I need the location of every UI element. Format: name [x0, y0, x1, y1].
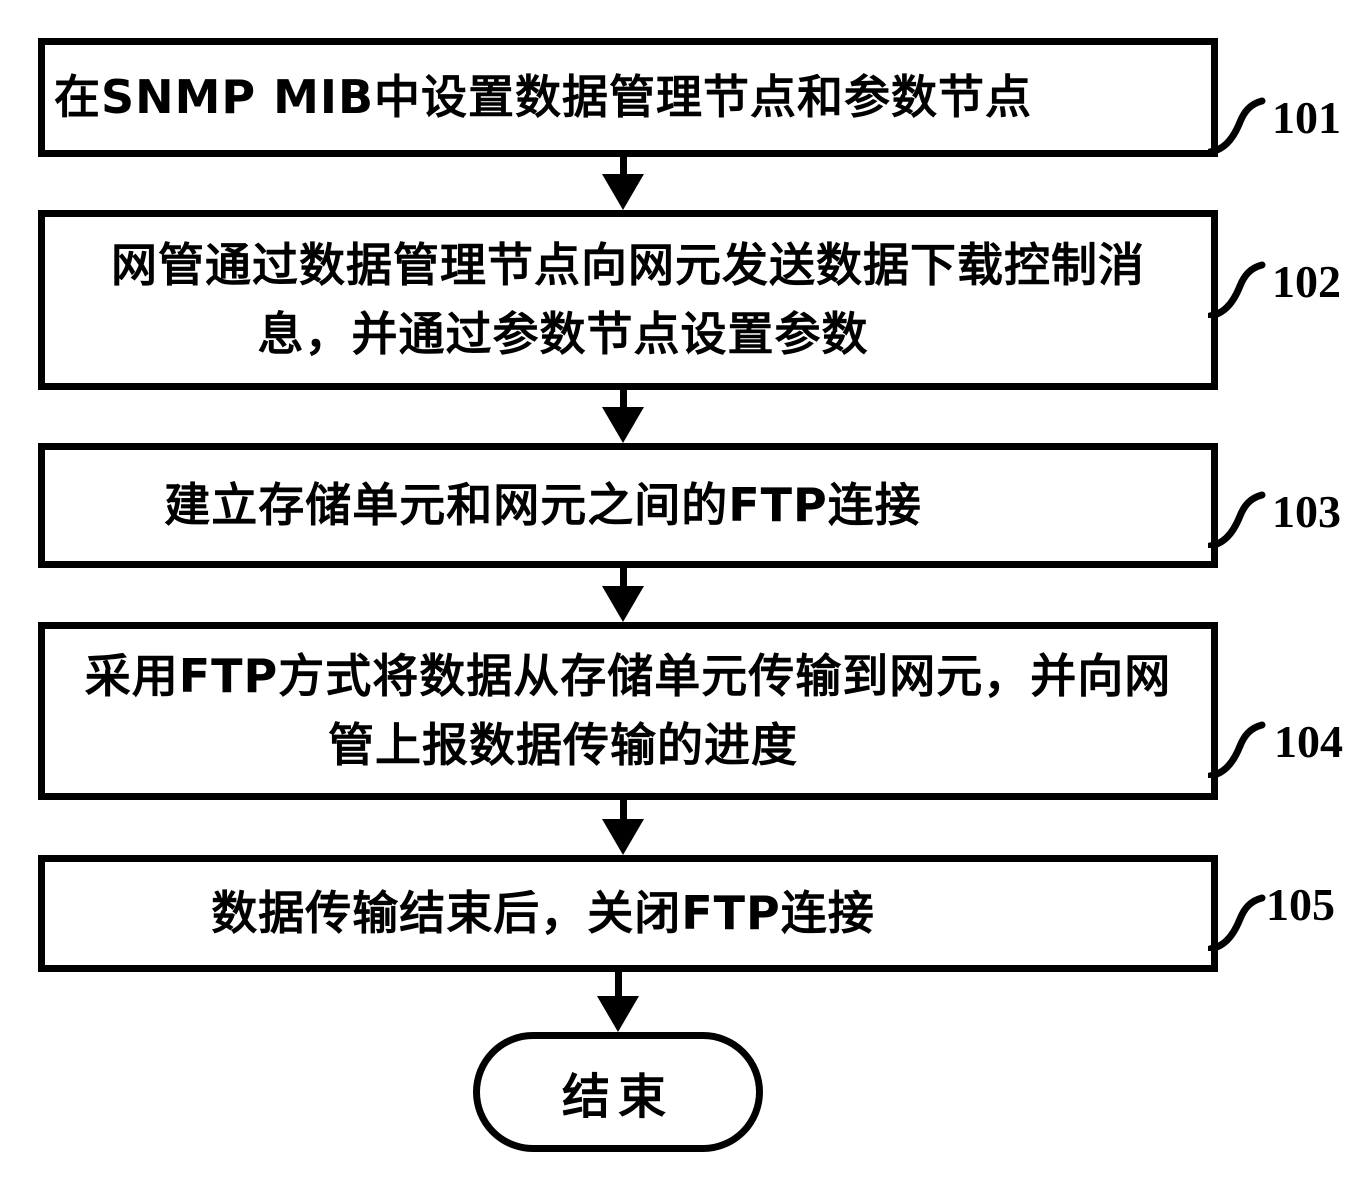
- process-box-105: 数据传输结束后，关闭FTP连接: [38, 855, 1218, 972]
- step-text: 建立存储单元和网元之间的FTP连接: [164, 478, 922, 532]
- step-text: 息，并通过参数节点设置参数: [257, 307, 869, 361]
- process-box-101: 在SNMP MIB中设置数据管理节点和参数节点: [38, 38, 1218, 157]
- leader-line: [1208, 894, 1266, 951]
- down-arrow-icon: [597, 972, 639, 1032]
- leader-line: [1208, 721, 1266, 778]
- down-arrow-icon: [602, 800, 644, 855]
- process-box-103: 建立存储单元和网元之间的FTP连接: [38, 443, 1218, 568]
- step-text: 管上报数据传输的进度: [328, 718, 798, 772]
- terminal-end: 结束: [473, 1032, 763, 1152]
- down-arrow-icon: [602, 390, 644, 443]
- step-text: 网管通过数据管理节点向网元发送数据下载控制消: [111, 238, 1145, 292]
- down-arrow-icon: [602, 568, 644, 622]
- step-text: 采用FTP方式将数据从存储单元传输到网元，并向网: [84, 649, 1172, 703]
- down-arrow-icon: [602, 157, 644, 210]
- step-ref-number: 101: [1272, 92, 1341, 143]
- leader-line: [1208, 491, 1266, 548]
- terminal-label: 结束: [561, 1069, 674, 1125]
- leader-line: [1208, 261, 1266, 318]
- step-ref-number: 103: [1272, 486, 1341, 537]
- step-ref-number: 102: [1272, 256, 1341, 307]
- step-text: 在SNMP MIB中设置数据管理节点和参数节点: [53, 70, 1033, 124]
- process-box-102: 网管通过数据管理节点向网元发送数据下载控制消 息，并通过参数节点设置参数: [38, 210, 1218, 390]
- step-text: 数据传输结束后，关闭FTP连接: [211, 886, 875, 940]
- process-box-104: 采用FTP方式将数据从存储单元传输到网元，并向网 管上报数据传输的进度: [38, 622, 1218, 800]
- leader-line: [1208, 97, 1266, 154]
- step-ref-number: 104: [1274, 716, 1343, 767]
- step-ref-number: 105: [1266, 879, 1335, 930]
